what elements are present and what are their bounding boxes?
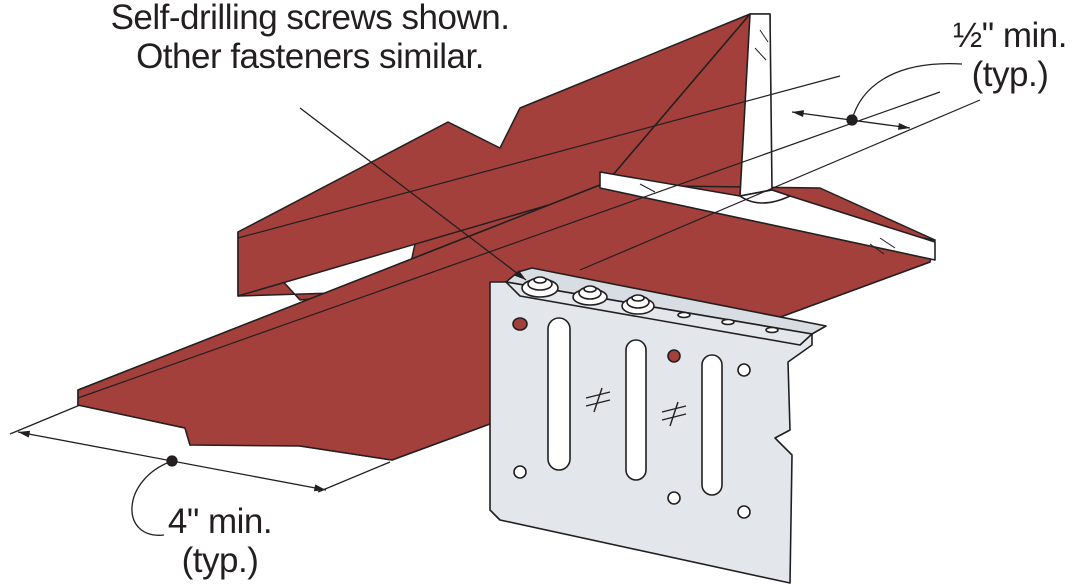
edge-distance-dimension — [791, 63, 963, 130]
bracket-slot — [625, 339, 647, 481]
member-edge-lines — [77, 75, 981, 399]
edge-distance-line2: (typ.) — [971, 55, 1049, 95]
top-leg-hole — [721, 318, 735, 326]
top-leg-hole — [677, 311, 691, 319]
bracket-top-leg — [505, 267, 827, 335]
bracket-hole — [667, 349, 681, 363]
edge-distance-callout-text: ½" min. (typ.) — [930, 16, 1090, 94]
fastener-callout-text: Self-drilling screws shown. Other fasten… — [60, 0, 560, 76]
break-mark-icon — [585, 387, 611, 413]
bracket-vertical-face — [489, 281, 813, 584]
bearing-length-line2: (typ.) — [181, 541, 259, 581]
steel-angle — [599, 13, 936, 261]
edge-distance-line1: ½" min. — [953, 16, 1067, 55]
bearing-length-dimension — [9, 404, 391, 536]
bracket-bend-edge — [505, 281, 813, 346]
bracket-hole — [513, 465, 527, 479]
screw-icon — [621, 294, 655, 315]
fastener-leader-line — [299, 107, 527, 281]
fastener-callout-line2: Other fasteners similar. — [136, 37, 484, 77]
angle-fillet — [739, 189, 791, 204]
screw-icon — [572, 285, 608, 306]
fastener-callout-line1: Self-drilling screws shown. — [110, 0, 510, 37]
bracket-hole — [667, 491, 681, 505]
top-leg-hole — [765, 326, 779, 334]
bracket-hole — [512, 317, 528, 331]
connector-bracket — [489, 267, 827, 584]
bearing-length-callout-text: 4" min. (typ.) — [135, 502, 305, 580]
bracket-hole — [737, 505, 751, 519]
screw-icon — [521, 276, 559, 298]
break-mark-icon — [661, 401, 687, 427]
bracket-slot — [547, 317, 571, 471]
bearing-length-line1: 4" min. — [167, 502, 273, 541]
bracket-slot — [701, 354, 723, 496]
bracket-hole — [737, 363, 751, 377]
member-top-web — [237, 13, 751, 297]
